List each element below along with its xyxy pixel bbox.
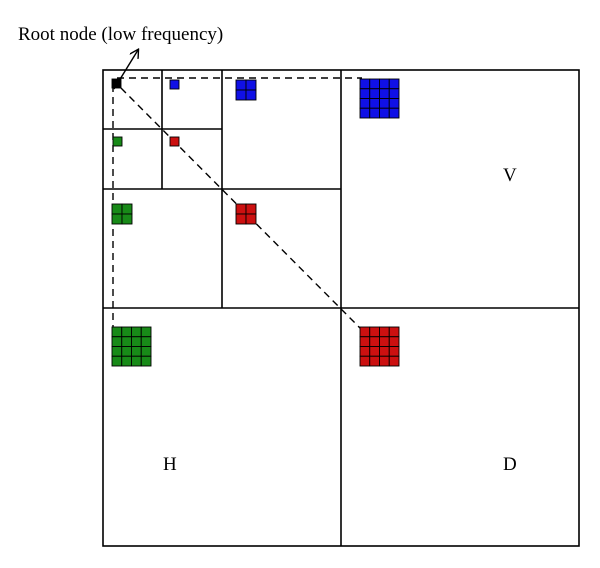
root-node-block-cell	[111, 78, 122, 89]
level1-h-block-cell	[140, 326, 152, 338]
level3-d-block-cell	[169, 136, 180, 147]
band-label-v: V	[503, 165, 517, 186]
level1-h-block-cell	[140, 336, 152, 347]
band-label-h: H	[163, 454, 177, 475]
level1-d-block-cell	[379, 326, 390, 338]
level1-v-block-cell	[379, 107, 390, 119]
level1-v-block-cell	[379, 88, 390, 99]
level1-h-block-cell	[131, 355, 142, 367]
level2-d-block-cell	[245, 203, 257, 215]
level2-d-block	[235, 203, 257, 225]
level1-v-block-cell	[369, 88, 380, 99]
level1-h-block-cell	[131, 326, 142, 338]
level1-h-block	[111, 326, 152, 367]
band-label-d: D	[503, 454, 517, 475]
level2-v-block	[235, 79, 257, 101]
level1-h-block-cell	[131, 346, 142, 357]
level1-v-block	[359, 78, 400, 119]
level1-h-block-cell	[121, 355, 132, 367]
level1-v-block-cell	[388, 98, 400, 109]
level1-d-block-cell	[379, 336, 390, 347]
level2-h-block-cell	[111, 213, 123, 225]
level1-h-block-cell	[111, 336, 123, 347]
level1-h-block-cell	[131, 336, 142, 347]
level1-d-block-cell	[379, 346, 390, 357]
root-node-block	[111, 78, 122, 89]
level3-h-block-cell	[112, 136, 123, 147]
level1-d-block-cell	[359, 346, 371, 357]
level1-d-block-cell	[359, 326, 371, 338]
level3-v-block-cell	[169, 79, 180, 90]
level1-d-block-cell	[369, 336, 380, 347]
level2-d-block-cell	[235, 213, 247, 225]
level2-d-block-cell	[235, 203, 247, 215]
level1-v-block-cell	[359, 88, 371, 99]
level1-d-block-cell	[359, 355, 371, 367]
level1-d-block-cell	[379, 355, 390, 367]
level1-d-block-cell	[369, 346, 380, 357]
level1-d-block-cell	[369, 355, 380, 367]
level2-h-block-cell	[121, 213, 133, 225]
level1-d-block-cell	[369, 326, 380, 338]
level2-v-block-cell	[235, 79, 247, 91]
level1-v-block-cell	[369, 107, 380, 119]
level1-d-block-cell	[388, 346, 400, 357]
level3-v-block	[169, 79, 180, 90]
level1-v-block-cell	[359, 107, 371, 119]
level1-h-block-cell	[121, 326, 132, 338]
level1-h-block-cell	[140, 355, 152, 367]
level1-v-block-cell	[388, 107, 400, 119]
level1-d-block-cell	[388, 326, 400, 338]
level1-v-block-cell	[369, 98, 380, 109]
level1-v-block-cell	[388, 88, 400, 99]
level1-d-block	[359, 326, 400, 367]
level3-d-block	[169, 136, 180, 147]
level2-v-block-cell	[245, 89, 257, 101]
level1-d-block-cell	[359, 336, 371, 347]
level1-h-block-cell	[140, 346, 152, 357]
level1-v-block-cell	[359, 78, 371, 90]
level2-d-block-cell	[245, 213, 257, 225]
level1-d-block-cell	[388, 355, 400, 367]
level1-v-block-cell	[379, 78, 390, 90]
level1-v-block-cell	[379, 98, 390, 109]
level3-h-block	[112, 136, 123, 147]
level1-v-block-cell	[369, 78, 380, 90]
level1-d-block-cell	[388, 336, 400, 347]
root-node-caption: Root node (low frequency)	[18, 24, 223, 45]
level2-v-block-cell	[235, 89, 247, 101]
level1-v-block-cell	[388, 78, 400, 90]
level2-v-block-cell	[245, 79, 257, 91]
level2-h-block-cell	[111, 203, 123, 215]
level1-h-block-cell	[111, 326, 123, 338]
level1-h-block-cell	[121, 346, 132, 357]
level1-h-block-cell	[111, 346, 123, 357]
level2-h-block-cell	[121, 203, 133, 215]
subband-partition	[102, 69, 580, 547]
coefficient-blocks	[111, 78, 400, 367]
level1-h-block-cell	[111, 355, 123, 367]
level2-h-block	[111, 203, 133, 225]
level1-v-block-cell	[359, 98, 371, 109]
level1-h-block-cell	[121, 336, 132, 347]
